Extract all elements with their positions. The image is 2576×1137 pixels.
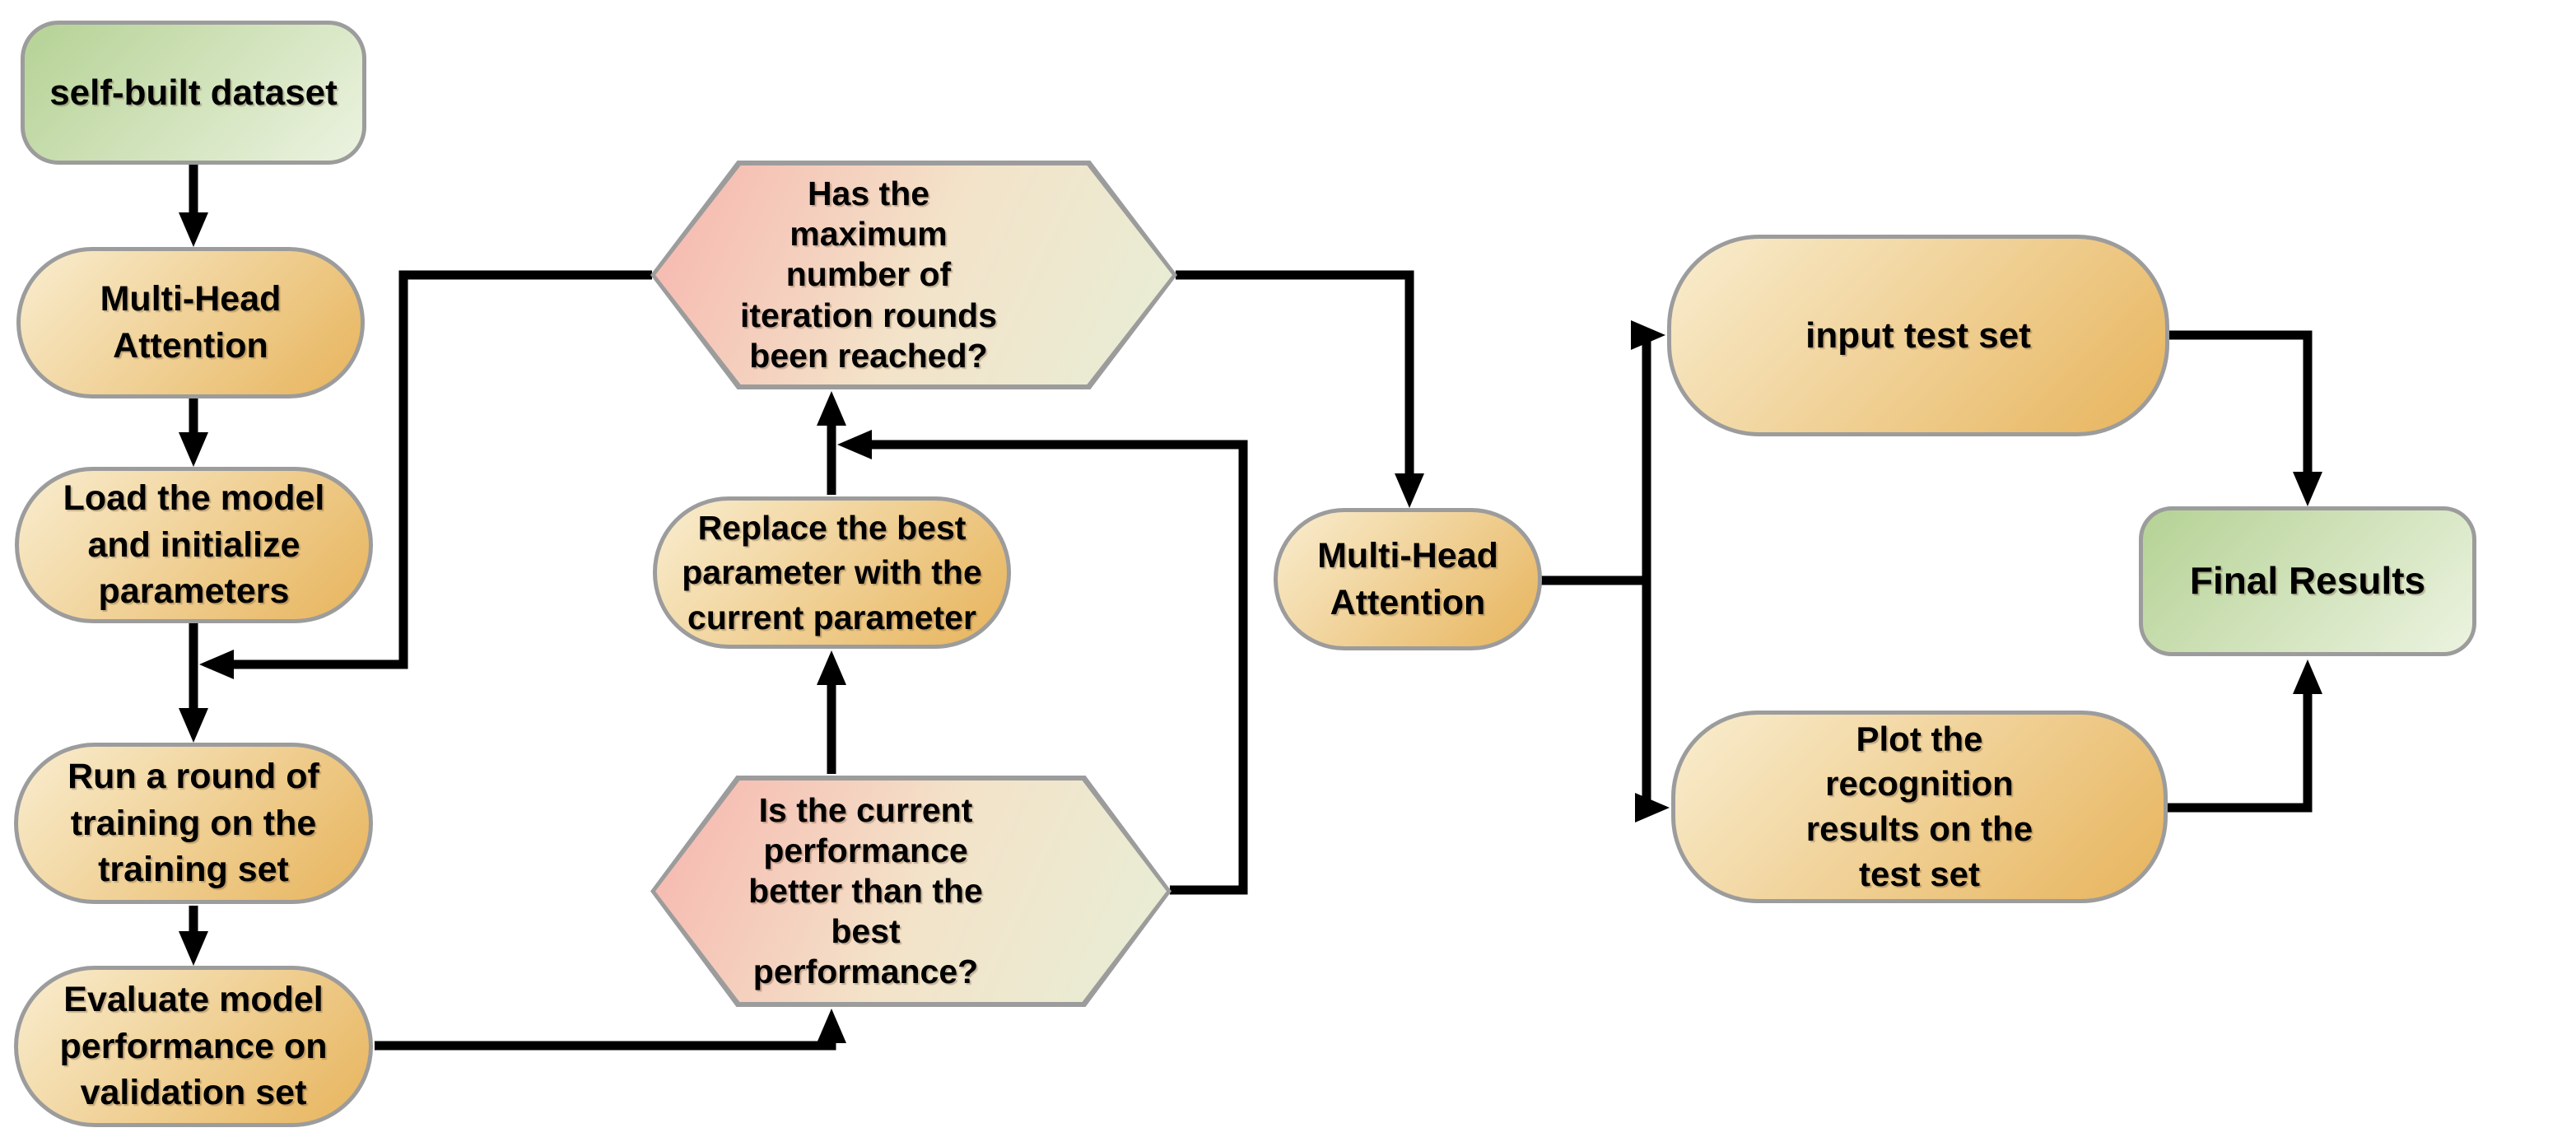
edge-plot-to-final	[2166, 692, 2313, 813]
node-label-plot-recognition-results: Plot the recognition results on the test…	[1805, 719, 2033, 893]
node-label-input-test-set: input test set	[1805, 315, 2031, 356]
arrowhead-into-load-model	[179, 432, 208, 467]
hexagon-shape-fill	[655, 781, 1167, 1002]
node-load-model: Load the model and initialize parameters	[15, 467, 373, 623]
node-replace-best-parameter: Replace the best parameter with the curr…	[653, 496, 1011, 649]
node-label-final-results: Final Results	[2189, 559, 2426, 603]
hexagon-shape-border	[650, 776, 1172, 1007]
node-self-built-dataset: self-built dataset	[21, 21, 366, 165]
hexagon-shape-fill	[655, 165, 1172, 384]
node-final-results: Final Results	[2139, 506, 2476, 656]
arrowhead-into-final-bottom	[2293, 659, 2322, 694]
node-label-replace-best-parameter: Replace the best parameter with the curr…	[682, 509, 982, 636]
node-label-multi-head-attention-test: Multi-Head Attention	[1317, 535, 1498, 622]
arrowhead-into-max-iter	[817, 391, 846, 426]
edge-max-iter-to-mha-test	[1176, 270, 1414, 477]
node-max-iterations-decision: Has the maximum number of iteration roun…	[650, 161, 1177, 389]
arrowhead-into-replace	[817, 650, 846, 685]
node-multi-head-attention-test: Multi-Head Attention	[1274, 508, 1542, 650]
node-plot-recognition-results: Plot the recognition results on the test…	[1671, 711, 2168, 903]
hexagon-shape-border	[650, 161, 1177, 389]
node-evaluate-model: Evaluate model performance on validation…	[14, 966, 373, 1127]
node-label-evaluate-model: Evaluate model performance on validation…	[59, 979, 328, 1113]
arrowhead-into-run-training	[179, 708, 208, 743]
node-performance-decision: Is the current performance better than t…	[650, 776, 1172, 1007]
node-label-run-training: Run a round of training on the training …	[68, 756, 319, 890]
node-multi-head-attention-train: Multi-Head Attention	[16, 247, 365, 398]
node-label-multi-head-attention-train: Multi-Head Attention	[100, 279, 282, 366]
node-input-test-set: input test set	[1667, 235, 2169, 436]
arrowhead-max-iter-loop-join	[199, 650, 234, 679]
arrowhead-perf-decision-loop-join	[837, 430, 872, 459]
arrowhead-into-mha-test	[1395, 473, 1424, 508]
arrowhead-into-final-top	[2293, 472, 2322, 506]
edge-max-iter-left-loop	[232, 270, 652, 669]
arrowhead-into-input-test	[1631, 320, 1665, 350]
node-label-load-model: Load the model and initialize parameters	[63, 478, 325, 612]
node-label-performance-decision: Is the current performance better than t…	[748, 790, 983, 991]
node-label-max-iterations-decision: Has the maximum number of iteration roun…	[739, 175, 998, 375]
arrowhead-into-evaluate	[179, 931, 208, 966]
edge-perf-decision-right-loop	[869, 440, 1248, 895]
node-run-training: Run a round of training on the training …	[14, 743, 373, 904]
arrowhead-into-plot	[1635, 793, 1670, 822]
arrowhead-into-perf-decision	[817, 1009, 846, 1043]
node-label-self-built-dataset: self-built dataset	[49, 72, 338, 113]
edge-evaluate-to-perf-decision	[375, 1041, 836, 1051]
arrowhead-into-mha-train	[179, 212, 208, 247]
edge-input-test-to-final	[2168, 330, 2313, 475]
